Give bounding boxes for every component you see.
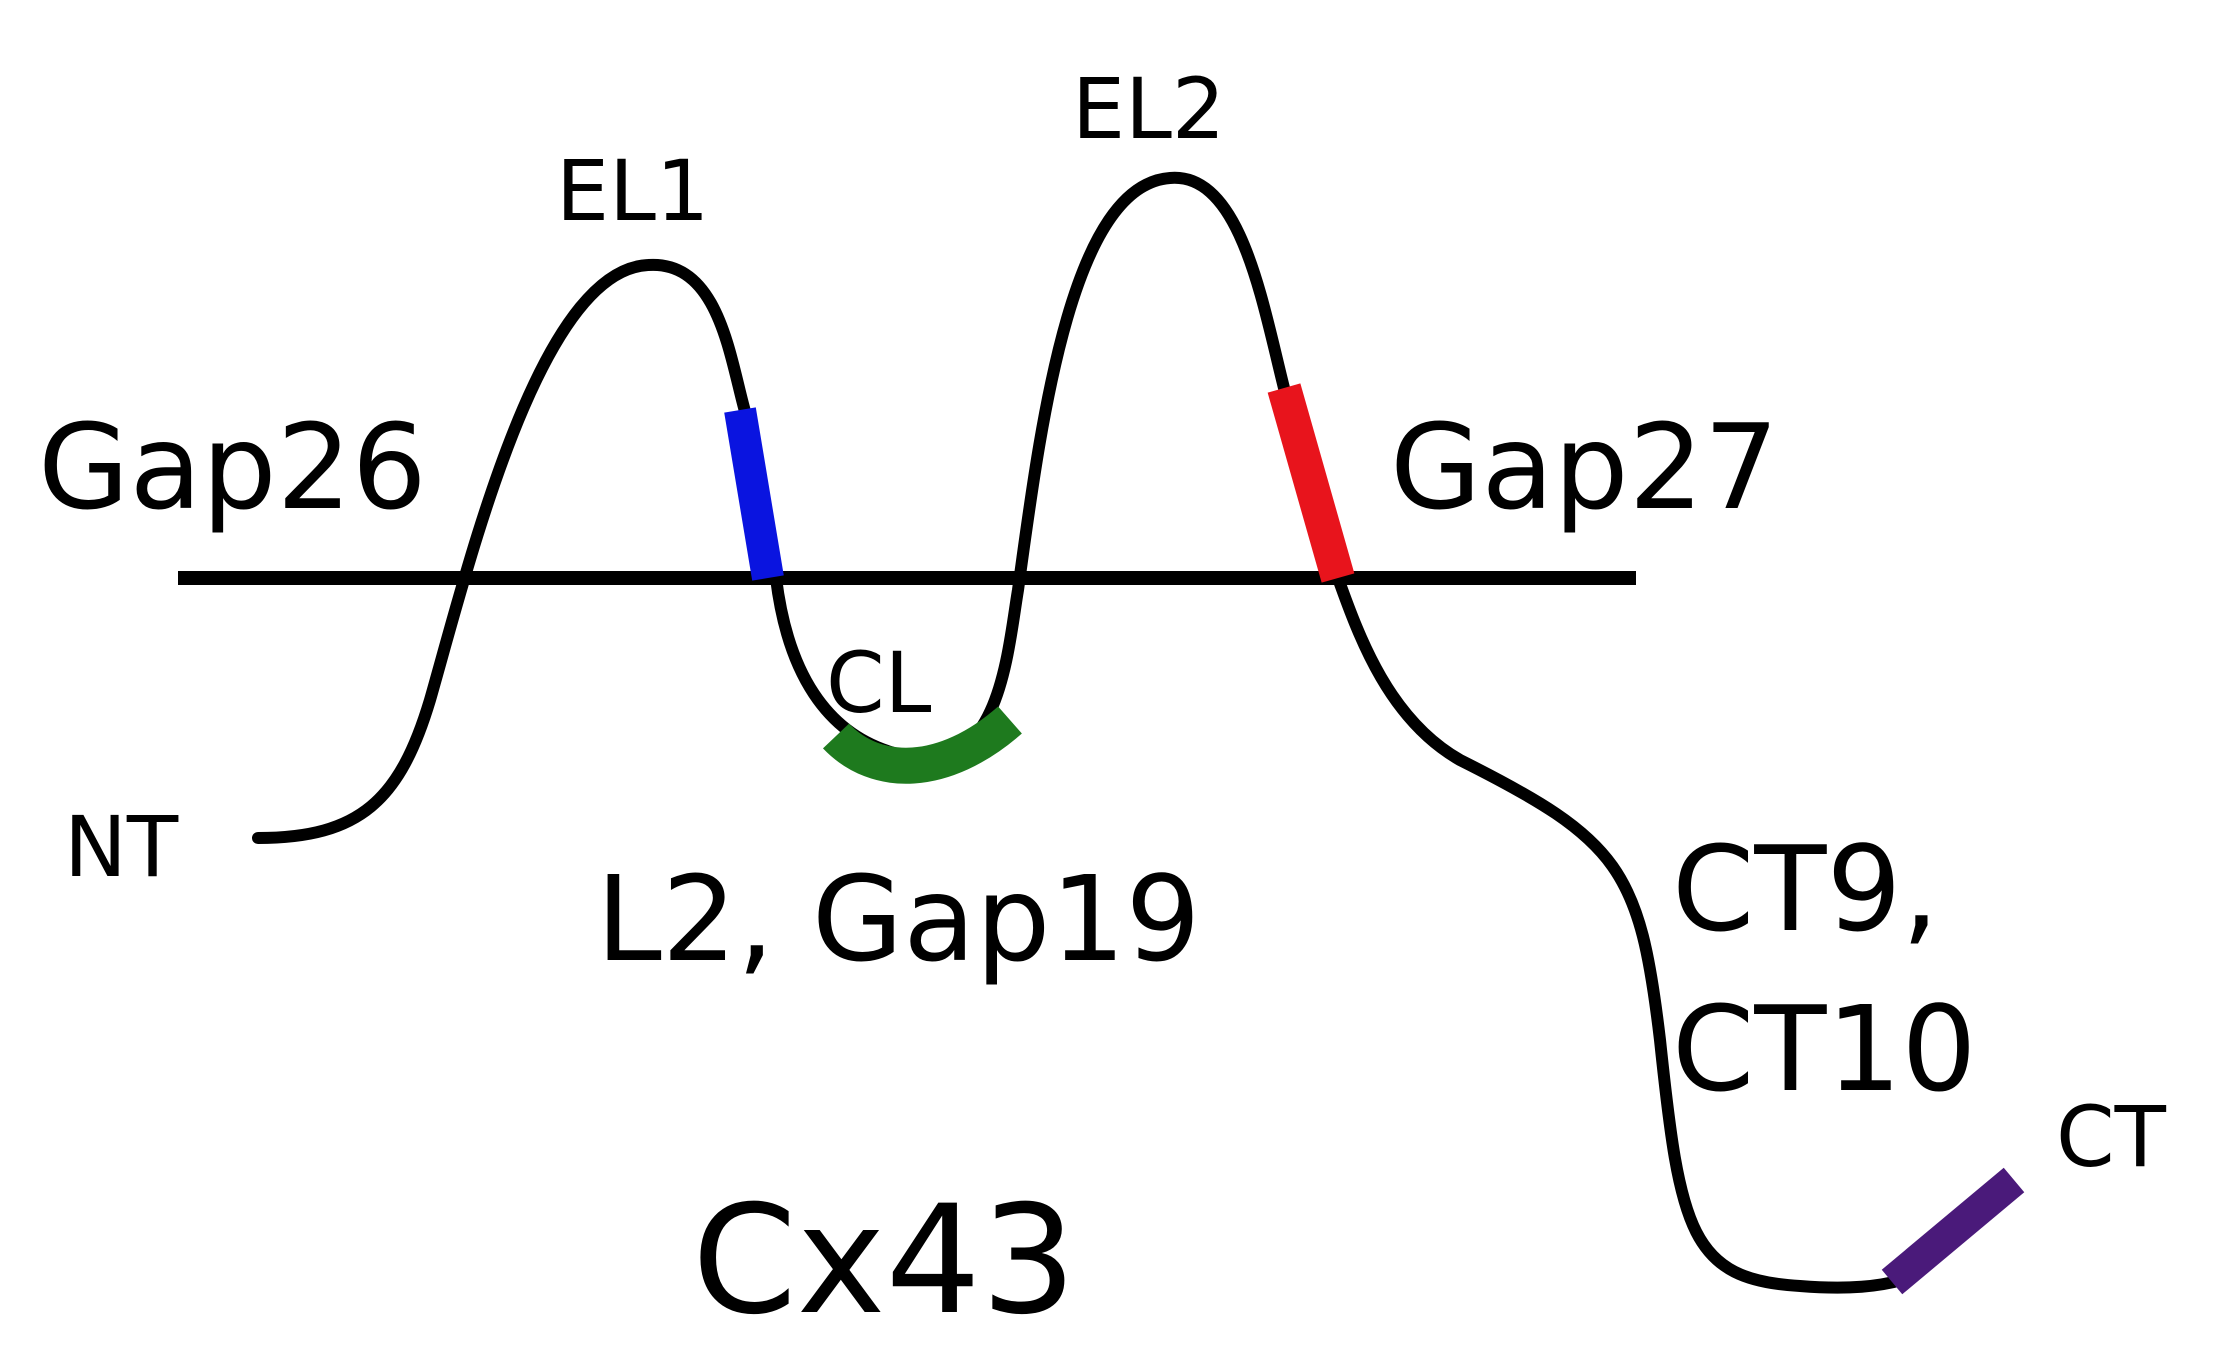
ct-label: CT: [2056, 1088, 2167, 1186]
l2-gap19-segment: [822, 706, 1022, 784]
gap26-label: Gap26: [38, 398, 427, 536]
ct10-label: CT10: [1672, 980, 1977, 1118]
gap26-segment: [724, 407, 784, 581]
l2-gap19-label: L2, Gap19: [596, 850, 1201, 988]
cl-label: CL: [826, 634, 932, 732]
ct9-label: CT9,: [1672, 820, 1939, 958]
protein-backbone: [252, 171, 1908, 1294]
el2-label: EL2: [1072, 60, 1225, 158]
gap27-label: Gap27: [1390, 398, 1779, 536]
protein-name-label: Cx43: [692, 1174, 1076, 1348]
el1-label: EL1: [556, 142, 709, 240]
nt-label: NT: [64, 798, 179, 896]
ct9-ct10-segment: [1881, 1167, 2025, 1295]
gap27-segment: [1267, 383, 1355, 583]
